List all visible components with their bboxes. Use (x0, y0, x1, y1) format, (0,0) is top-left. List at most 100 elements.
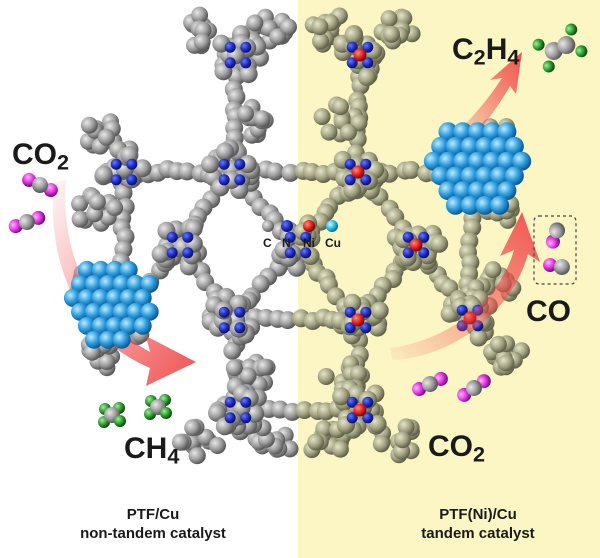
framework-atom (484, 261, 502, 279)
nitrogen-atom (346, 396, 358, 408)
nitrogen-atom (240, 41, 252, 53)
copper-atom (453, 151, 473, 171)
copper-atom (468, 151, 487, 171)
nitrogen-atom (418, 247, 430, 259)
framework-atom (402, 160, 421, 179)
framework-atom (307, 433, 325, 451)
copper-atom (126, 274, 145, 293)
carbon-atom (553, 259, 570, 276)
framework-atom (350, 365, 367, 383)
nitrogen-atom (418, 231, 430, 243)
framework-atom (201, 155, 220, 174)
nitrogen-atom (218, 322, 230, 334)
copper-atom (140, 302, 159, 321)
ch4-label: CH4 (124, 432, 179, 469)
framework-atom (238, 155, 257, 173)
nitrogen-atom (300, 231, 312, 243)
copper-cluster-left (63, 260, 159, 349)
co2-left-base: CO (12, 138, 57, 171)
co2-right-sub: 2 (473, 441, 486, 467)
nitrogen-atom (402, 231, 414, 243)
legend-dot-ni (303, 220, 315, 232)
framework-atom (278, 311, 297, 330)
copper-atom (504, 166, 524, 186)
nickel-atom (353, 403, 367, 417)
nitrogen-atom (126, 174, 138, 186)
copper-atom (84, 274, 103, 293)
nitrogen-atom (344, 322, 356, 334)
co-molecule (545, 222, 566, 249)
carbon-atom (557, 36, 576, 55)
copper-atom (504, 136, 524, 156)
framework-atom (178, 162, 197, 181)
copper-atom (482, 151, 502, 171)
nitrogen-atom (224, 396, 236, 408)
co2-molecule (22, 172, 58, 198)
nitrogen-atom (344, 158, 356, 170)
copper-atom (71, 274, 89, 293)
c2h4-molecule (532, 23, 588, 73)
framework-atom (208, 403, 226, 422)
nitrogen-atom (344, 306, 356, 318)
framework-atom (370, 301, 389, 320)
nickel-atom (353, 48, 367, 62)
c2h4-rest: H (485, 33, 508, 66)
copper-atom (126, 302, 145, 321)
copper-cluster-right (423, 122, 532, 215)
copper-atom (105, 260, 124, 279)
nitrogen-atom (218, 174, 230, 186)
c2h4-base: C (452, 33, 474, 66)
carbon-atom (19, 214, 35, 230)
copper-atom (460, 195, 480, 215)
copper-atom (490, 166, 510, 186)
framework-atom (71, 210, 89, 228)
left-panel-caption: PTF/Cu non-tandem catalyst (48, 505, 258, 543)
framework-atom (216, 142, 234, 161)
copper-atom (119, 288, 138, 307)
ch4-molecule (144, 394, 172, 420)
framework-atom (397, 418, 415, 436)
framework-atom (463, 218, 482, 237)
atom-legend (262, 220, 338, 232)
copper-atom (497, 181, 517, 201)
framework-atom (497, 354, 515, 372)
copper-atom (460, 136, 480, 156)
co2-molecule (8, 210, 46, 234)
copper-atom (445, 195, 465, 215)
hydrogen-atom (542, 60, 555, 73)
framework-atom (171, 433, 189, 451)
framework-atom (469, 328, 488, 347)
copper-atom (91, 316, 110, 335)
framework-atom (331, 440, 349, 458)
copper-atom (468, 122, 487, 142)
copper-atom (431, 166, 451, 186)
framework-atom (383, 25, 400, 43)
nitrogen-atom (240, 412, 252, 424)
copper-atom (77, 316, 96, 335)
legend-label-cu: Cu (325, 236, 341, 250)
hydrogen-atom (114, 415, 126, 427)
copper-atom (119, 260, 138, 279)
c2h4-sub: 4 (507, 44, 520, 70)
framework-atom (313, 108, 331, 126)
nitrogen-atom (402, 247, 414, 259)
left-caption-line2: non-tandem catalyst (80, 525, 226, 542)
nitrogen-atom (360, 322, 372, 334)
nitrogen-atom (234, 158, 246, 170)
framework-atom (343, 293, 362, 312)
nitrogen-atom (360, 306, 372, 318)
nickel-atom (351, 165, 365, 179)
nitrogen-atom (346, 57, 358, 69)
copper-atom (98, 330, 117, 349)
copper-atom (105, 288, 124, 307)
framework-atom (239, 367, 257, 385)
framework-atom (246, 14, 264, 32)
nitrogen-atom (234, 306, 246, 318)
copper-atom (512, 151, 532, 171)
nitrogen-atom (166, 247, 178, 259)
copper-atom (91, 288, 110, 307)
framework-atom (98, 353, 116, 371)
framework-atom (489, 335, 507, 353)
co2-molecule (457, 374, 491, 402)
